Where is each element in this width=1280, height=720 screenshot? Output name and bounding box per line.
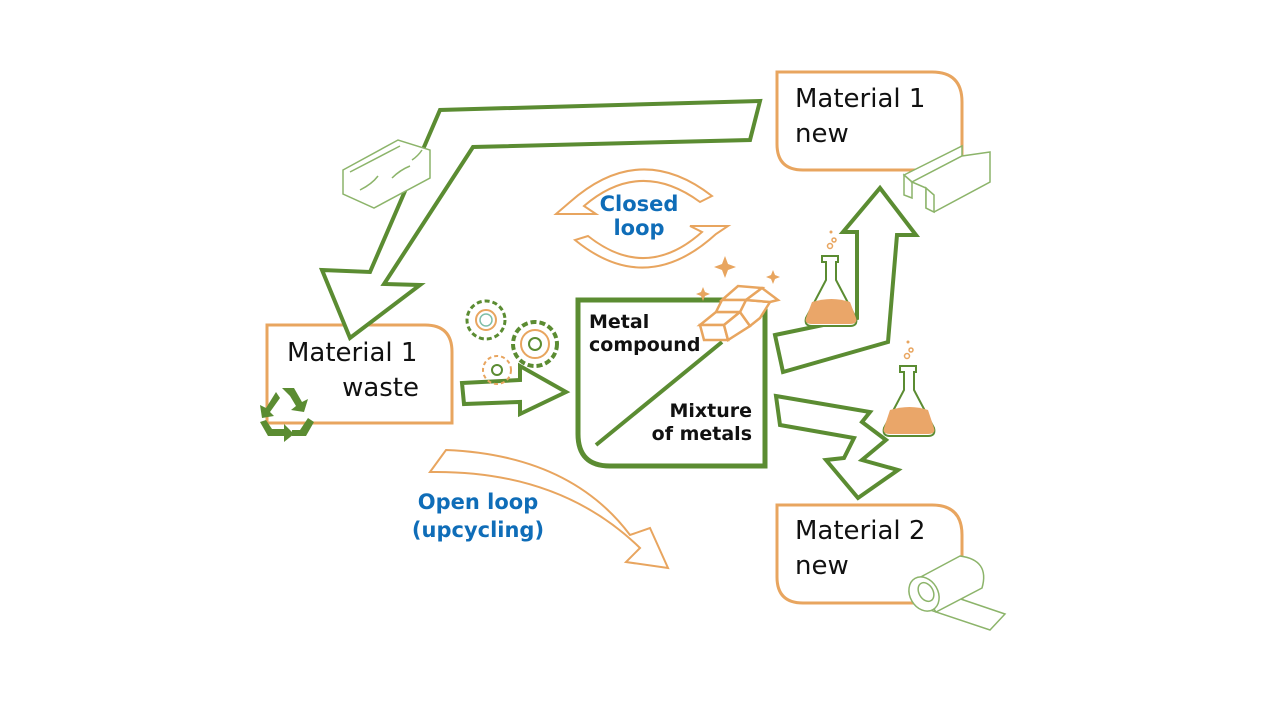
open-loop-line1: Open loop: [417, 490, 539, 514]
beam-icon: [902, 144, 991, 214]
material2-new-line1: Material 2: [795, 516, 926, 546]
open-loop-line2: (upcycling): [411, 518, 545, 543]
metal-compound-label: Metal compound: [589, 311, 700, 357]
waste-to-reactor-arrow: [459, 362, 571, 418]
metal-compound-line2: compound: [589, 333, 701, 356]
flask-icon: [882, 340, 936, 437]
reactor-divider-line: [594, 340, 724, 447]
sparkle-icon: [696, 256, 780, 301]
reactor-to-material2-arrow: [773, 393, 903, 501]
material1-waste-box: [265, 323, 454, 425]
material2-new-line2: new: [795, 551, 849, 582]
open-loop-label: Open loop (upcycling): [398, 490, 558, 542]
closed-loop-label: Closed loop: [584, 192, 694, 240]
sheet-roll-icon: [908, 555, 1007, 631]
gold-bars-icon: [696, 284, 781, 342]
broken-beam-icon: [342, 139, 431, 209]
material1-new-line1: Material 1: [795, 84, 926, 114]
reactor-box: [575, 297, 768, 469]
material1-new-line2: new: [795, 119, 849, 150]
flask-icon: [804, 230, 858, 327]
recycle-icon: [260, 388, 314, 442]
material2-new-label: Material 2 new: [795, 516, 925, 582]
gears-icon: [465, 299, 559, 385]
material1-new-label: Material 1 new: [795, 84, 925, 150]
mixture-line1: Mixture: [669, 400, 752, 422]
material1-waste-label: Material 1 waste: [287, 338, 419, 404]
closed-loop-arrows: [553, 168, 732, 269]
material1-waste-line1: Material 1: [287, 338, 418, 368]
mixture-of-metals-label: Mixture of metals: [640, 400, 752, 446]
open-loop-arrow: [428, 448, 670, 570]
metal-compound-line1: Metal: [589, 311, 650, 333]
closed-loop-line2: loop: [613, 216, 665, 241]
reactor-to-material1-arrow: [772, 184, 921, 375]
closed-loop-line1: Closed: [599, 192, 679, 216]
material1-waste-line2: waste: [342, 373, 419, 404]
mixture-line2: of metals: [651, 422, 752, 445]
